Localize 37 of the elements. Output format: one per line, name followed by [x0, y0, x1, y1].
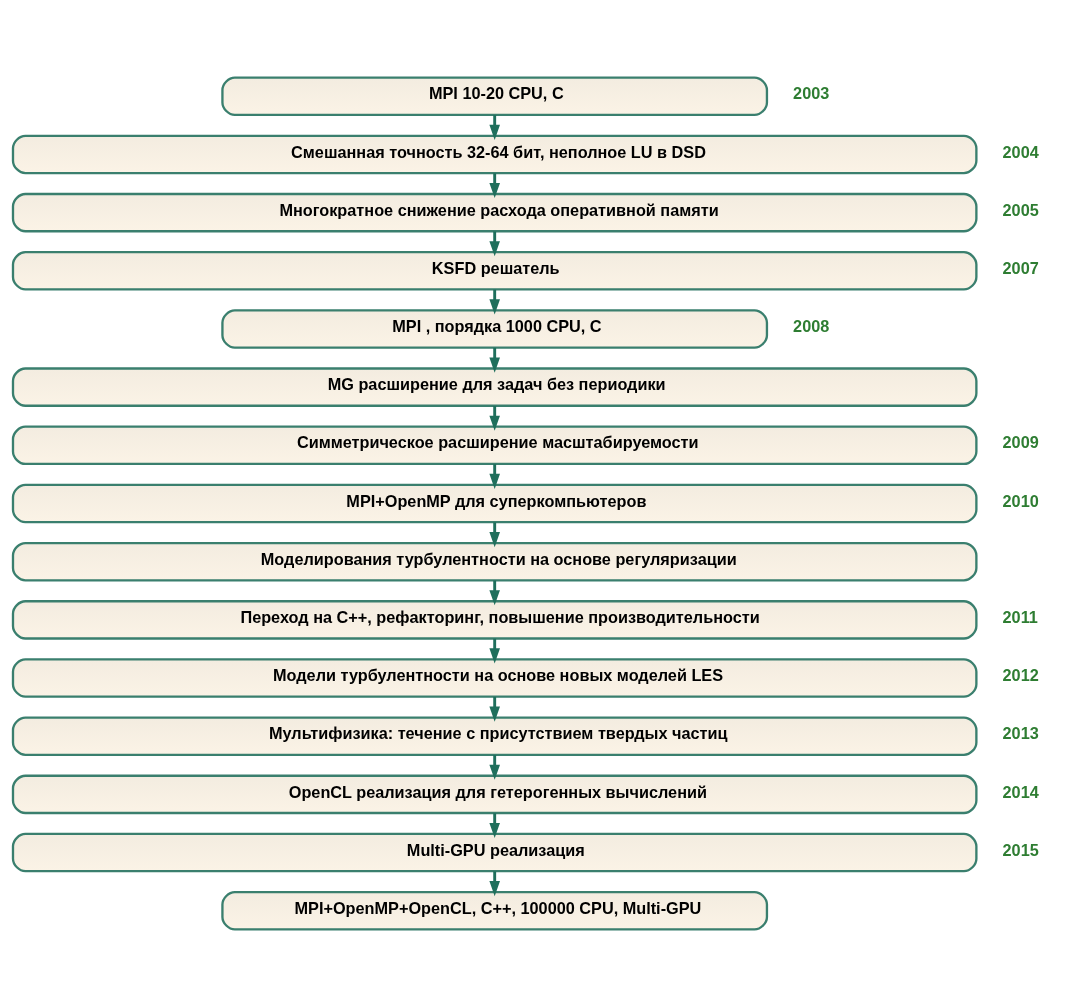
node-box: OpenCL реализация для гетерогенных вычислений [11, 774, 978, 815]
node-label: 2012 [1002, 666, 1039, 685]
node-label: 2004 [1002, 142, 1039, 161]
node-label: 2014 [1002, 782, 1039, 801]
node-box: Мультифизика: течение с присутствием твердых частиц [11, 716, 978, 756]
node-label: 2003 [793, 84, 830, 103]
node-box: Симметрическое расширение масштабируемости [11, 425, 978, 466]
node-box: Многократное снижение расхода оперативной памяти [11, 192, 978, 233]
arrow [489, 173, 500, 199]
node-label: 2013 [1002, 724, 1039, 743]
node-box: Multi-GPU реализация [11, 832, 978, 873]
arrow [489, 115, 500, 140]
node-box: Моделирования турбулентности на основе регуляризации [11, 541, 978, 582]
node-box: MG расширение для задач без периодики [11, 367, 978, 407]
node-box: Смешанная точность 32-64 бит, неполное LU в DSD [11, 134, 978, 175]
node-label: 2005 [1002, 200, 1039, 219]
node-box: MPI , порядка 1000 CPU, C [221, 309, 769, 349]
node-label: 2009 [1002, 433, 1039, 452]
node-label: 2008 [793, 317, 830, 336]
node-label: 2007 [1002, 258, 1039, 277]
arrow [489, 406, 500, 431]
arrow [489, 755, 500, 780]
arrow [489, 696, 500, 722]
node-label: 2015 [1002, 840, 1039, 859]
node-box: MPI 10-20 CPU, C [221, 76, 769, 117]
node-box: MPI+OpenMP для суперкомпьютеров [11, 483, 978, 524]
node-box: Переход на C++, рефакторинг, повышение производительности [11, 600, 978, 640]
node-label: 2010 [1002, 491, 1039, 510]
node-box: Модели турбулентности на основе новых моделей LES [11, 658, 978, 698]
arrow [489, 871, 500, 897]
arrow [489, 522, 500, 548]
arrow [489, 231, 500, 257]
node-label: 2011 [1002, 607, 1038, 626]
arrow [489, 464, 500, 489]
node-box: MPI+OpenMP+OpenCL, C++, 100000 CPU, Multi-GPU [221, 890, 769, 931]
arrow [489, 813, 500, 839]
node-box: KSFD решатель [11, 251, 978, 291]
